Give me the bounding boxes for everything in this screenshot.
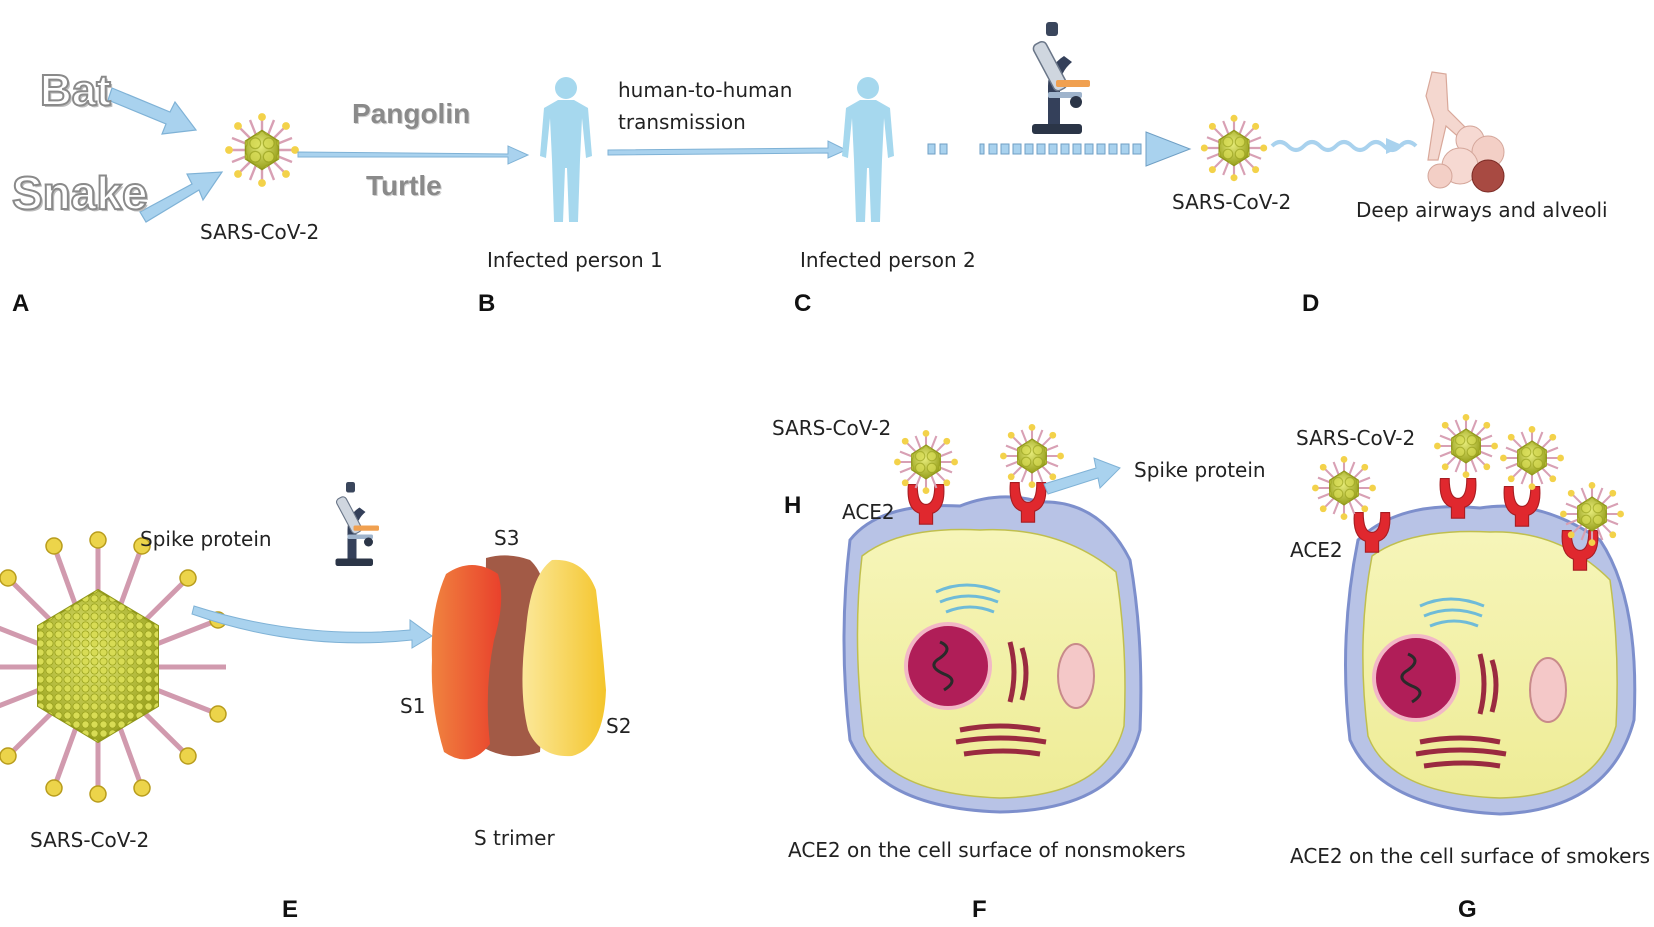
spike-label-f: Spike protein: [1134, 458, 1266, 482]
virus-label-d: SARS-CoV-2: [1172, 190, 1292, 214]
transmission-arrow: [607, 140, 848, 159]
trimer-label: S trimer: [474, 826, 555, 850]
virus-icon-d: [1199, 113, 1269, 183]
panel-label-c: C: [794, 290, 812, 317]
bat-arrow: [107, 87, 198, 135]
alveoli-icon: [1425, 71, 1505, 193]
virus-label-g: SARS-CoV-2: [1296, 426, 1416, 450]
virus-icon-g2: [1432, 412, 1500, 480]
s-trimer-icon: [431, 555, 606, 760]
virus-label-a: SARS-CoV-2: [200, 220, 320, 244]
host-pangolin: Pangolin: [352, 98, 471, 129]
spike-pointer-arrow: [1043, 457, 1121, 495]
transmission-label-1: human-to-human: [618, 78, 793, 102]
virus-large-icon: [0, 531, 227, 803]
caption-g: ACE2 on the cell surface of smokers: [1290, 844, 1651, 868]
host-arrow: [297, 145, 530, 165]
panel-label-h: H: [784, 492, 802, 519]
host-turtle: Turtle: [366, 170, 442, 201]
person-icon-1: [540, 77, 592, 222]
virus-icon-f2: [998, 422, 1066, 490]
virus-icon-a: [223, 111, 301, 189]
person2-label: Infected person 2: [800, 248, 976, 272]
virus-icon-g4: [1558, 480, 1626, 548]
panel-label-a: A: [12, 290, 30, 317]
virus-icon-f1: [892, 428, 960, 496]
virus-icon-g3: [1498, 424, 1566, 492]
wavy-arrow-head: [1386, 138, 1404, 154]
ace2-label-f: ACE2: [842, 500, 895, 524]
panel-label-g: G: [1458, 896, 1477, 923]
microscope-icon-top: [1030, 21, 1091, 135]
source-snake: Snake: [11, 166, 149, 220]
virus-icon-g1: [1310, 454, 1378, 522]
spike-label-e: Spike protein: [140, 527, 272, 551]
subunit-s1: S1: [400, 694, 426, 718]
person1-label: Infected person 1: [487, 248, 663, 272]
transmission-label-2: transmission: [618, 110, 746, 134]
panel-label-b: B: [478, 290, 496, 317]
subunit-s2: S2: [606, 714, 632, 738]
ace2-label-g: ACE2: [1290, 538, 1343, 562]
dashed-arrow: [927, 131, 1192, 167]
panel-label-e: E: [282, 896, 299, 923]
virus-label-f: SARS-CoV-2: [772, 416, 892, 440]
spike-arrow: [191, 605, 433, 649]
panel-label-d: D: [1302, 290, 1320, 317]
snake-arrow: [139, 171, 224, 223]
caption-f: ACE2 on the cell surface of nonsmokers: [788, 838, 1186, 862]
subunit-s3: S3: [494, 526, 520, 550]
panel-label-f: F: [972, 896, 987, 923]
target-label: Deep airways and alveoli: [1356, 198, 1608, 222]
virus-label-e: SARS-CoV-2: [30, 828, 150, 852]
source-bat: Bat: [39, 65, 112, 116]
person-icon-2: [842, 77, 894, 222]
cell-nonsmoker: [842, 495, 1143, 814]
cell-smoker: [1344, 504, 1637, 816]
microscope-icon-e: [334, 481, 380, 567]
